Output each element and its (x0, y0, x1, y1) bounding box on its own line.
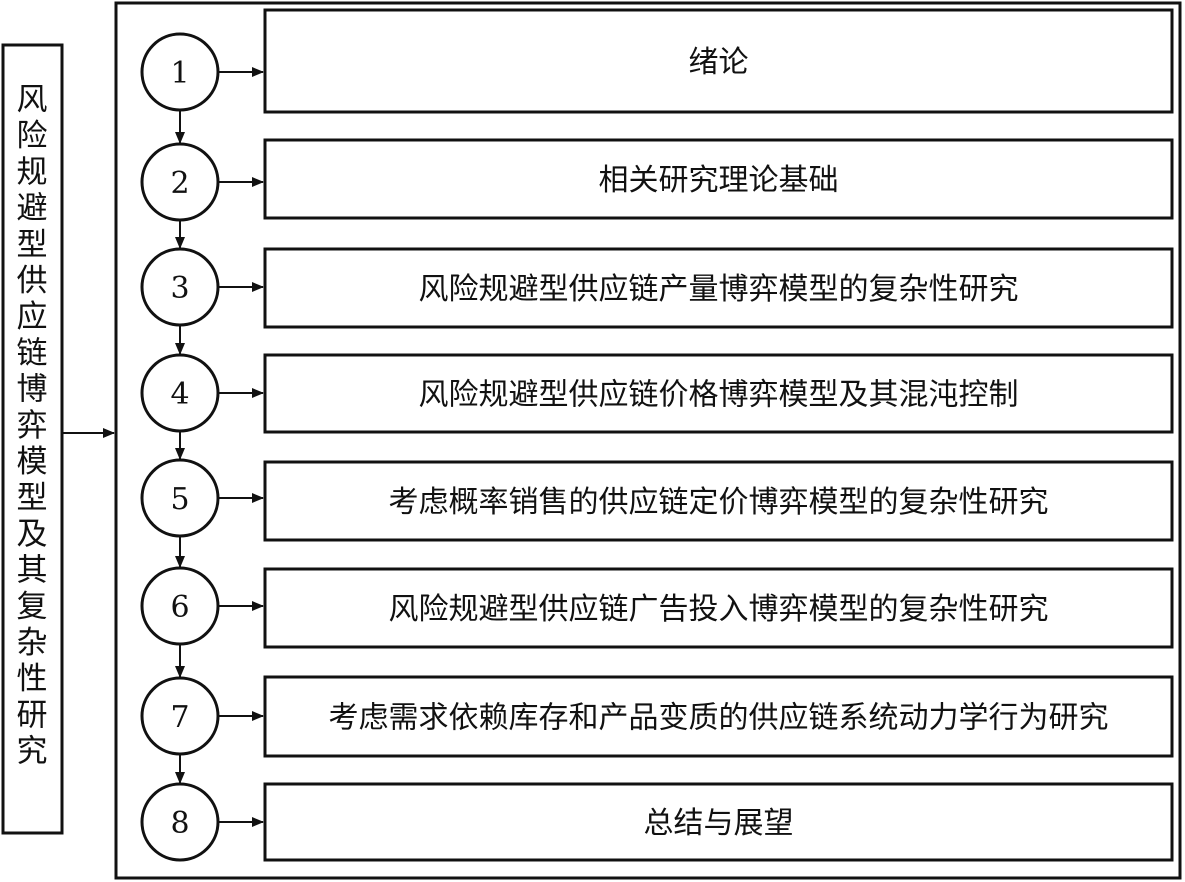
step-number: 5 (170, 482, 189, 517)
chapter-step-5: 5 考虑概率销售的供应链定价博弈模型的复杂性研究 (140, 458, 1174, 568)
chapter-step-8: 8 总结与展望 (140, 782, 1174, 862)
step-number: 1 (170, 56, 189, 91)
chapters-frame (114, 1, 1182, 880)
chapter-title: 风险规避型供应链价格博弈模型及其混沌控制 (419, 378, 1019, 413)
chapter-step-4: 4 风险规避型供应链价格博弈模型及其混沌控制 (140, 353, 1174, 460)
chapter-box (263, 8, 1174, 114)
chapter-title: 风险规避型供应链广告投入博弈模型的复杂性研究 (389, 592, 1049, 627)
chapter-step-1: 1 绪论 (140, 8, 1174, 144)
chapter-title: 绪论 (689, 45, 749, 80)
chapter-box (263, 460, 1174, 542)
chapter-box (263, 247, 1174, 329)
chapter-step-7: 7 考虑需求依赖库存和产品变质的供应链系统动力学行为研究 (140, 675, 1174, 784)
chapter-title: 风险规避型供应链产量博弈模型的复杂性研究 (419, 272, 1019, 307)
chapter-box (263, 567, 1174, 649)
step-number: 3 (170, 271, 189, 306)
chapter-box (263, 675, 1174, 758)
chapter-box (263, 782, 1174, 862)
chapter-step-3: 3 风险规避型供应链产量博弈模型的复杂性研究 (140, 247, 1174, 355)
step-number: 6 (170, 590, 189, 625)
chapter-title: 相关研究理论基础 (599, 163, 839, 198)
side-title-text: 风险规避型供应链博弈模型及其复杂性研究 (17, 82, 48, 770)
chapter-step-6: 6 风险规避型供应链广告投入博弈模型的复杂性研究 (140, 566, 1174, 678)
side-title-box (1, 43, 64, 835)
step-number: 8 (170, 806, 189, 841)
chapter-title: 考虑需求依赖库存和产品变质的供应链系统动力学行为研究 (329, 701, 1109, 736)
chapter-title: 考虑概率销售的供应链定价博弈模型的复杂性研究 (389, 485, 1049, 520)
chapter-title: 总结与展望 (644, 806, 794, 841)
chapter-box (263, 138, 1174, 220)
step-number: 2 (170, 166, 189, 201)
chapter-step-2: 2 相关研究理论基础 (140, 138, 1174, 249)
chapter-box (263, 353, 1174, 434)
side-title: 风险规避型供应链博弈模型及其复杂性研究 (17, 82, 48, 770)
step-number: 4 (170, 377, 189, 412)
step-number: 7 (170, 700, 189, 735)
